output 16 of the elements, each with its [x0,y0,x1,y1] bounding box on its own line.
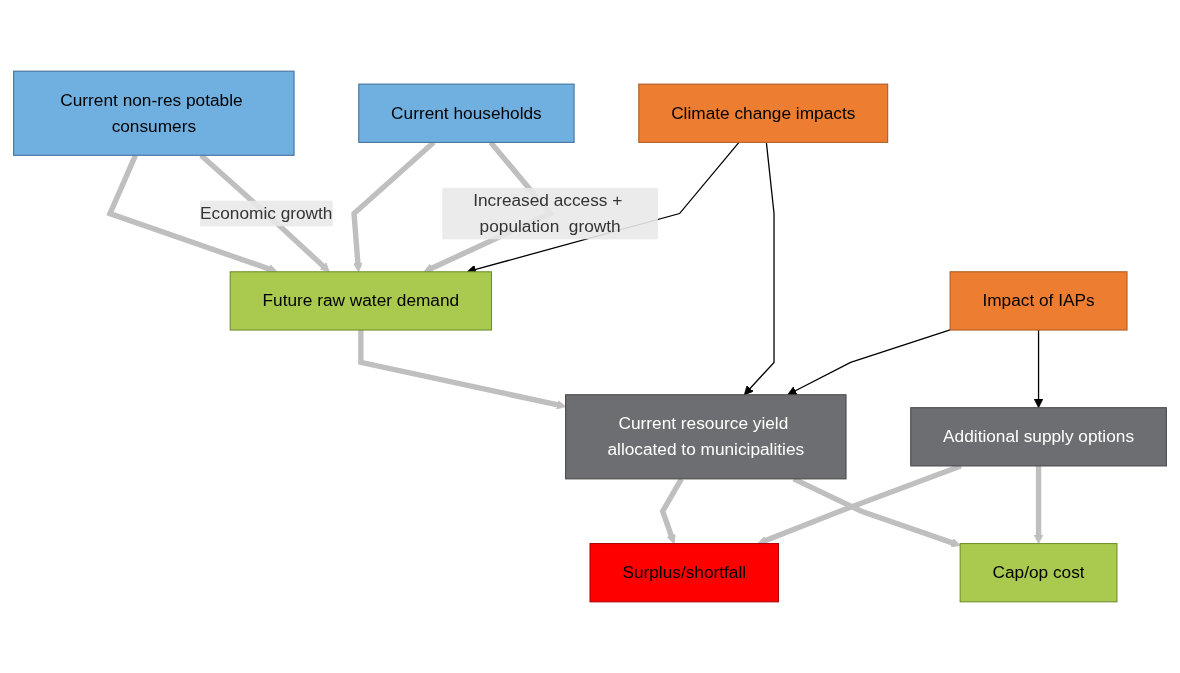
node-box: Surplus/shortfall [589,543,779,603]
arrow [787,329,951,396]
edge-label: Economic growth [200,203,333,223]
node-box: Climate change impacts [638,83,889,143]
arrow [1033,465,1044,544]
arrow [1033,329,1044,409]
node-box: Current households [358,83,575,143]
node-box: Current resource yield allocated to municipalities [565,394,847,480]
edge-label: Increased access + population growth [473,190,623,236]
node-box: Future raw water demand [229,271,493,331]
arrow [659,477,684,544]
arrow [743,141,775,396]
node-box: Cap/op cost [959,543,1118,603]
node-box: Impact of IAPs [949,271,1128,331]
node-box: Additional supply options [910,407,1167,467]
node-box: Current non-res potable consumers [13,70,295,156]
